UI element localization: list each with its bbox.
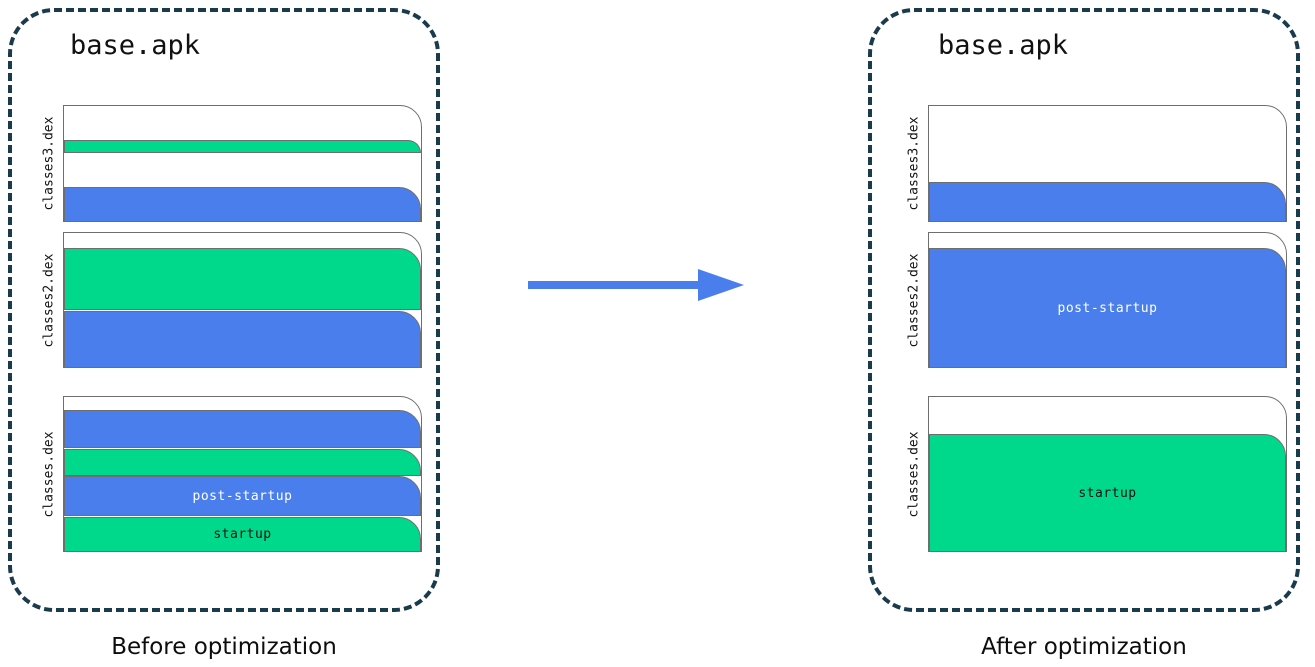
segment-post-startup-labeled: post-startup xyxy=(929,248,1286,368)
segment-label: post-startup xyxy=(1057,300,1158,316)
segment-startup-labeled: startup xyxy=(64,517,421,552)
segment-startup xyxy=(64,248,421,311)
dex-label-classes2-before: classes2.dex xyxy=(41,253,57,348)
transform-arrow xyxy=(528,269,744,301)
segment-post-startup xyxy=(64,311,421,368)
caption-before-optimization: Before optimization xyxy=(111,634,337,660)
segment-startup xyxy=(64,449,421,477)
apk-container-before xyxy=(8,8,440,612)
segment-post-startup xyxy=(64,409,421,448)
segment-post-startup xyxy=(929,182,1286,222)
segment-label: post-startup xyxy=(192,488,293,504)
dex-block-classes2-before xyxy=(63,232,422,368)
caption-after-optimization: After optimization xyxy=(981,634,1187,660)
segment-label: startup xyxy=(213,527,272,543)
dex-label-classes-before: classes.dex xyxy=(41,431,57,518)
dex-label-classes3-before: classes3.dex xyxy=(41,116,57,211)
segment-label: startup xyxy=(1078,485,1137,501)
arrow-icon xyxy=(528,269,744,301)
dex-block-classes-after: startup xyxy=(928,396,1287,552)
dex-block-classes-before: post-startup startup xyxy=(63,396,422,552)
dex-block-classes3-after xyxy=(928,105,1287,222)
dex-label-classes2-after: classes2.dex xyxy=(906,253,922,348)
apk-title-before: base.apk xyxy=(70,30,201,61)
segment-post-startup xyxy=(64,187,421,222)
dex-label-classes-after: classes.dex xyxy=(906,431,922,518)
segment-startup-labeled: startup xyxy=(929,434,1286,552)
apk-title-after: base.apk xyxy=(938,30,1069,61)
dex-block-classes3-before xyxy=(63,105,422,222)
segment-startup xyxy=(64,140,421,154)
apk-container-after xyxy=(868,8,1300,612)
dex-block-classes2-after: post-startup xyxy=(928,232,1287,368)
segment-post-startup-labeled: post-startup xyxy=(64,476,421,516)
dex-label-classes3-after: classes3.dex xyxy=(906,116,922,211)
